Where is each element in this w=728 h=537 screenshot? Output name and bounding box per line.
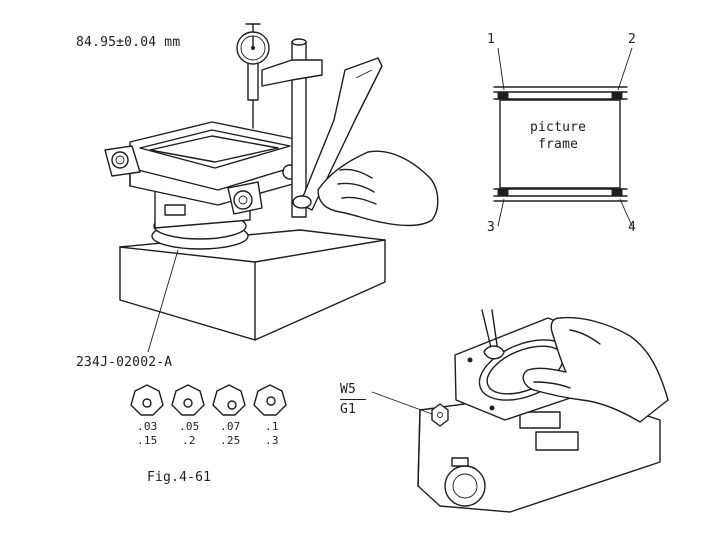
shim-thickness-bottom: .2 bbox=[182, 434, 196, 447]
shim-washers bbox=[130, 384, 287, 416]
frame-corner-label-2: 2 bbox=[628, 32, 637, 47]
picture-frame-label-line1: picture bbox=[530, 120, 587, 135]
shim-thickness-top: .05 bbox=[179, 420, 200, 433]
figure-caption: Fig.4-61 bbox=[147, 470, 212, 485]
shim-thickness-top: .03 bbox=[137, 420, 158, 433]
picture-frame-diagram bbox=[493, 47, 633, 227]
washer-label-top: W5 bbox=[340, 382, 357, 397]
frame-corner-label-4: 4 bbox=[628, 220, 637, 235]
fixture-part-number: 234J-02002-A bbox=[76, 355, 173, 370]
shim-thickness-top: .07 bbox=[220, 420, 241, 433]
washer-label-divider bbox=[340, 399, 366, 400]
fixture-illustration bbox=[104, 23, 439, 353]
frame-corner-label-1: 1 bbox=[487, 32, 496, 47]
measurement-spec: 84.95±0.04 mm bbox=[76, 35, 181, 50]
shim-thickness-bottom: .15 bbox=[137, 434, 158, 447]
picture-frame-label-line2: frame bbox=[538, 137, 579, 152]
shim-thickness-top: .1 bbox=[265, 420, 279, 433]
camera-body-illustration bbox=[371, 309, 669, 513]
washer-label-bottom: G1 bbox=[340, 402, 357, 417]
shim-thickness-bottom: .25 bbox=[220, 434, 241, 447]
shim-thickness-bottom: .3 bbox=[265, 434, 279, 447]
frame-corner-label-3: 3 bbox=[487, 220, 496, 235]
